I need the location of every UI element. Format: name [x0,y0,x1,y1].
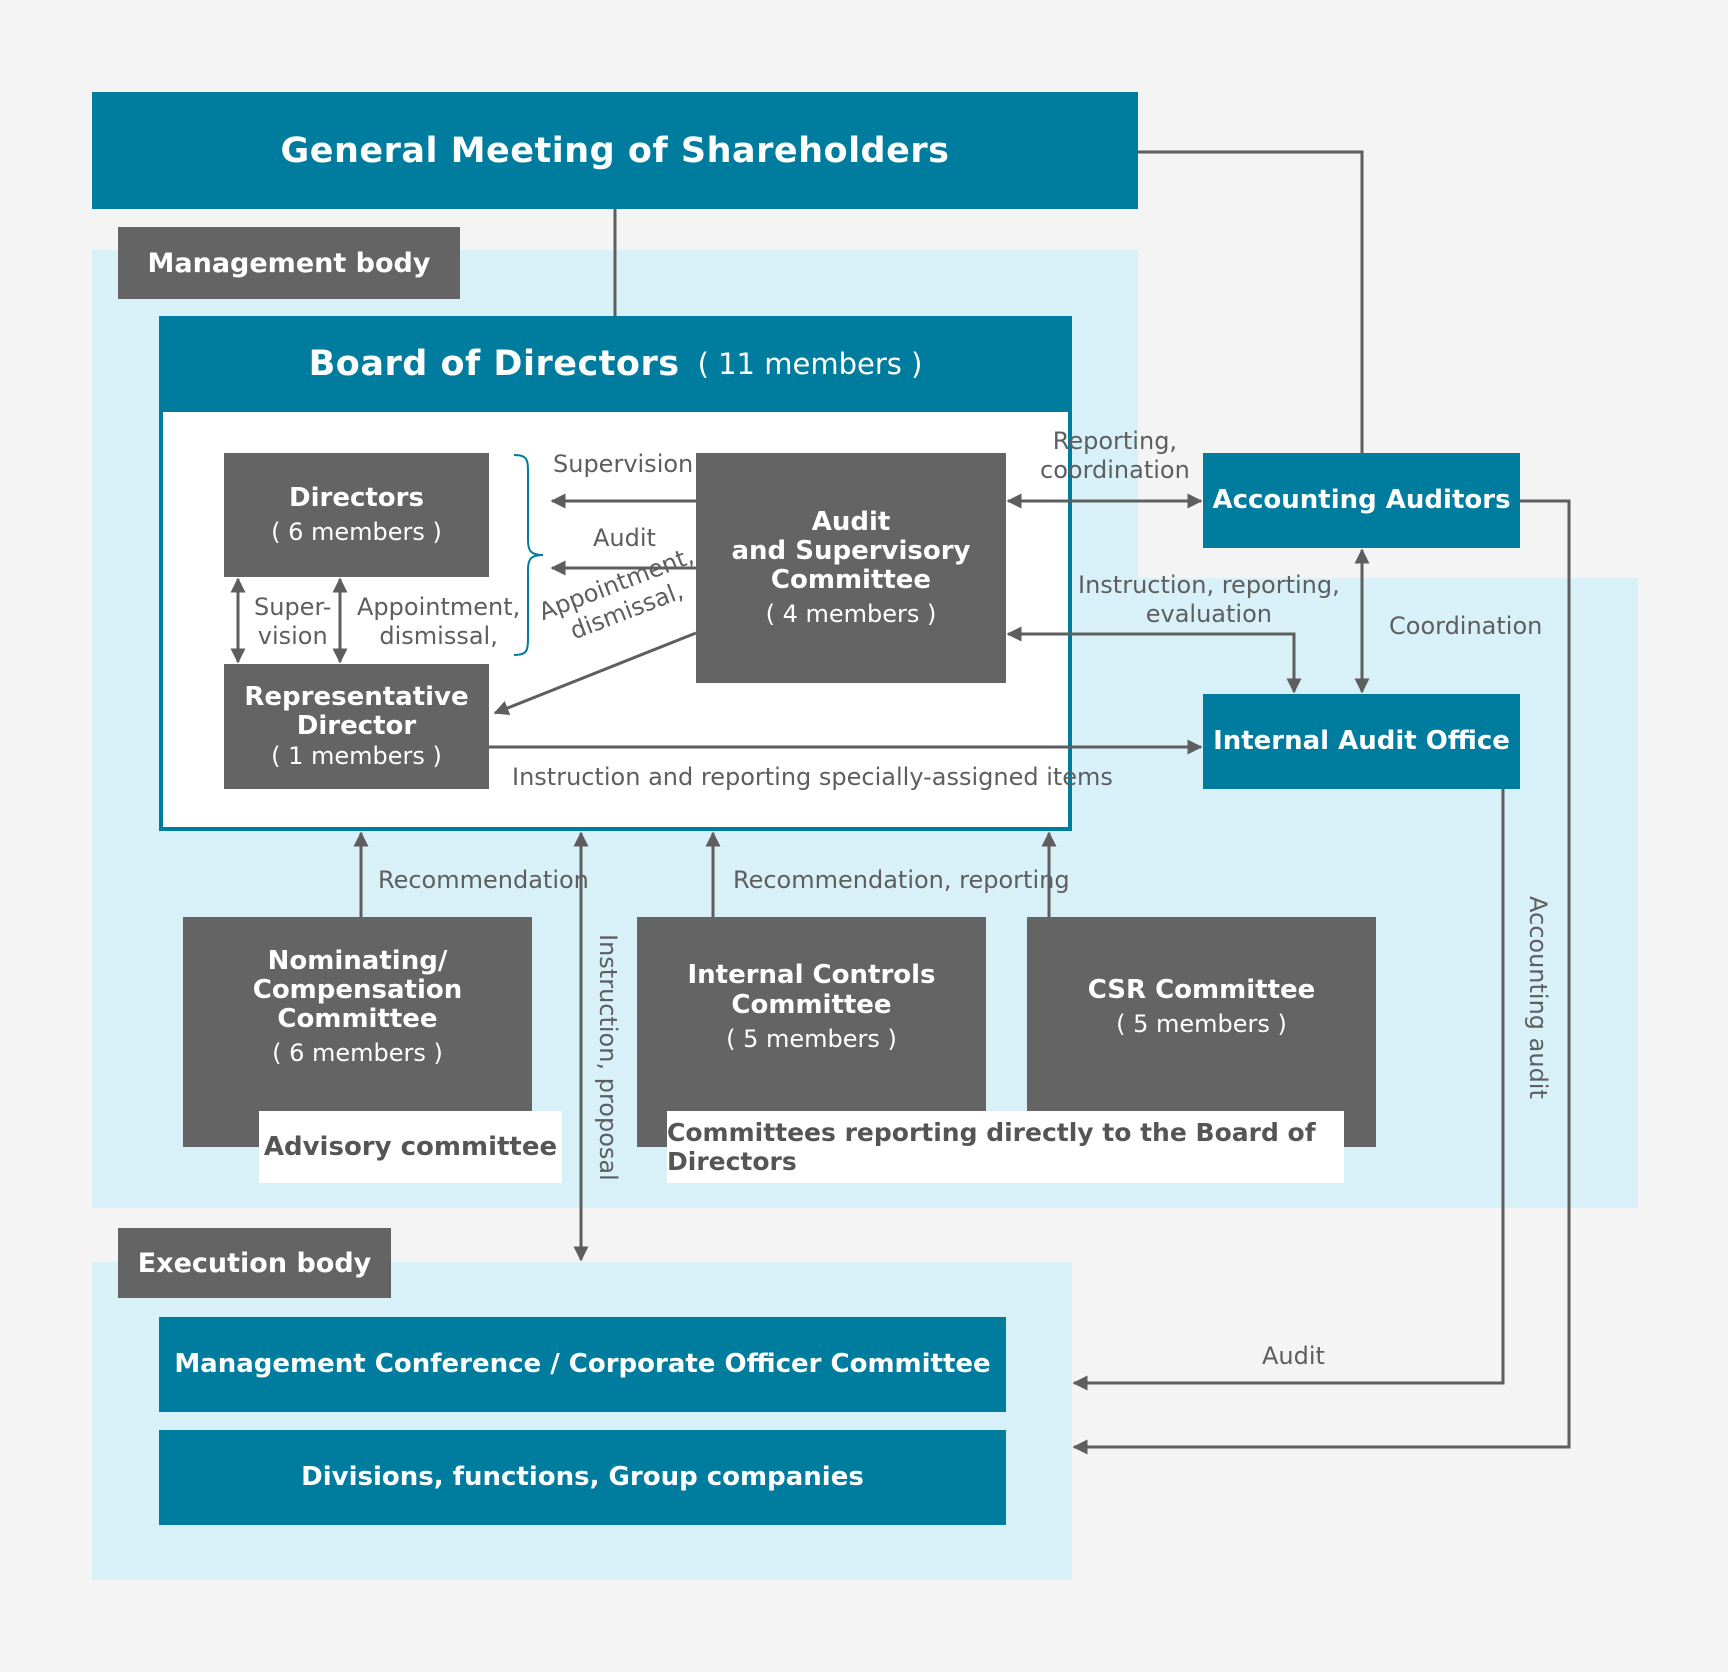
label-instruction-proposal: Instruction, proposal [594,934,622,1181]
nominating-line-2: Compensation [252,975,463,1005]
rep-title-2: Director [296,711,417,742]
advisory-committee-tag: Advisory committee [259,1111,562,1183]
arrow-instruction-evaluation [1006,626,1302,694]
label-accounting-audit: Accounting audit [1524,896,1552,1099]
audit-line-3: Committee [770,565,932,596]
label-reporting-coord-2: coordination [1040,455,1190,484]
directors-members: ( 6 members ) [271,518,442,547]
arrow-audit-execution [1072,789,1505,1391]
arrow-accounting-audit [1072,499,1571,1455]
internal-controls-line-1: Internal Controls [687,960,936,991]
general-meeting-title: General Meeting of Shareholders [280,130,950,171]
nominating-line-3: Committee [277,1004,438,1035]
bracket-brace [513,454,544,656]
label-reporting-coord-1: Reporting, [1052,427,1178,455]
representative-director-box: Representative Director ( 1 members ) [224,664,489,789]
execution-zone [92,1262,1072,1580]
csr-members: ( 5 members ) [1116,1010,1287,1039]
label-instruction-reporting-evaluation: Instruction, reporting, evaluation [1078,571,1340,629]
internal-controls-line-2: Committee [731,989,892,1020]
csr-committee-box: CSR Committee ( 5 members ) [1027,917,1376,1147]
general-meeting-box: General Meeting of Shareholders [92,92,1138,209]
line-shareholders-auditors [1138,150,1364,453]
audit-line-2: and Supervisory [731,536,971,566]
rep-title-1: Representative [244,681,469,712]
label-audit-bottom: Audit [1262,1342,1325,1370]
advisory-committee-label: Advisory committee [263,1132,558,1162]
label-irev-2: evaluation [1145,599,1272,628]
audit-supervisory-committee-box: Audit and Supervisory Committee ( 4 memb… [696,453,1006,683]
label-supervision: Supervision [553,450,694,478]
board-header: Board of Directors ( 11 members ) [159,316,1072,412]
label-appoint-2: dismissal, [379,621,498,650]
label-super-1: Super- [254,593,332,621]
nominating-committee-box: Nominating/ Compensation Committee ( 6 m… [183,917,532,1147]
internal-audit-office-box: Internal Audit Office [1203,694,1520,789]
csr-title: CSR Committee [1087,975,1316,1005]
board-title: Board of Directors [308,344,680,384]
reporting-committees-label: Committees reporting directly to the Boa… [667,1118,1316,1176]
divisions-title: Divisions, functions, Group companies [301,1461,864,1492]
label-reporting-coordination: Reporting, coordination [1040,427,1190,485]
accounting-auditors-box: Accounting Auditors [1203,453,1520,548]
rep-members: ( 1 members ) [271,742,442,771]
label-coordination: Coordination [1389,612,1543,640]
label-appoint-1: Appointment, [357,593,521,621]
nominating-members: ( 6 members ) [272,1039,443,1068]
divisions-box: Divisions, functions, Group companies [159,1430,1006,1525]
audit-members: ( 4 members ) [765,600,937,629]
label-recommendation-reporting: Recommendation, reporting [733,866,1070,894]
label-super-vision: Super- vision [254,593,331,651]
internal-controls-committee-box: Internal Controls Committee ( 5 members … [637,917,986,1147]
execution-body-label: Execution body [137,1247,372,1279]
label-audit: Audit [593,524,656,552]
accounting-auditors-title: Accounting Auditors [1212,484,1511,515]
label-special-items: Instruction and reporting specially-assi… [512,763,1113,791]
audit-line-1: Audit [811,506,891,537]
nominating-line-1: Nominating/ [267,945,448,976]
label-recommendation: Recommendation [378,866,589,894]
management-conference-box: Management Conference / Corporate Office… [159,1317,1006,1412]
reporting-committees-tag: Committees reporting directly to the Boa… [667,1111,1344,1183]
execution-body-tag: Execution body [118,1228,391,1298]
internal-controls-members: ( 5 members ) [726,1024,897,1053]
label-appointment-dismissal: Appointment, dismissal, [357,593,520,651]
management-conference-title: Management Conference / Corporate Office… [174,1348,991,1379]
label-irev-1: Instruction, reporting, [1078,571,1340,599]
label-super-2: vision [257,621,328,650]
management-body-tag: Management body [118,227,460,299]
arrow-appointment-diagonal [493,631,697,715]
management-body-label: Management body [147,247,431,279]
board-members: ( 11 members ) [697,347,923,381]
directors-title: Directors [289,483,424,513]
internal-audit-office-title: Internal Audit Office [1213,725,1510,756]
directors-box: Directors ( 6 members ) [224,453,489,577]
